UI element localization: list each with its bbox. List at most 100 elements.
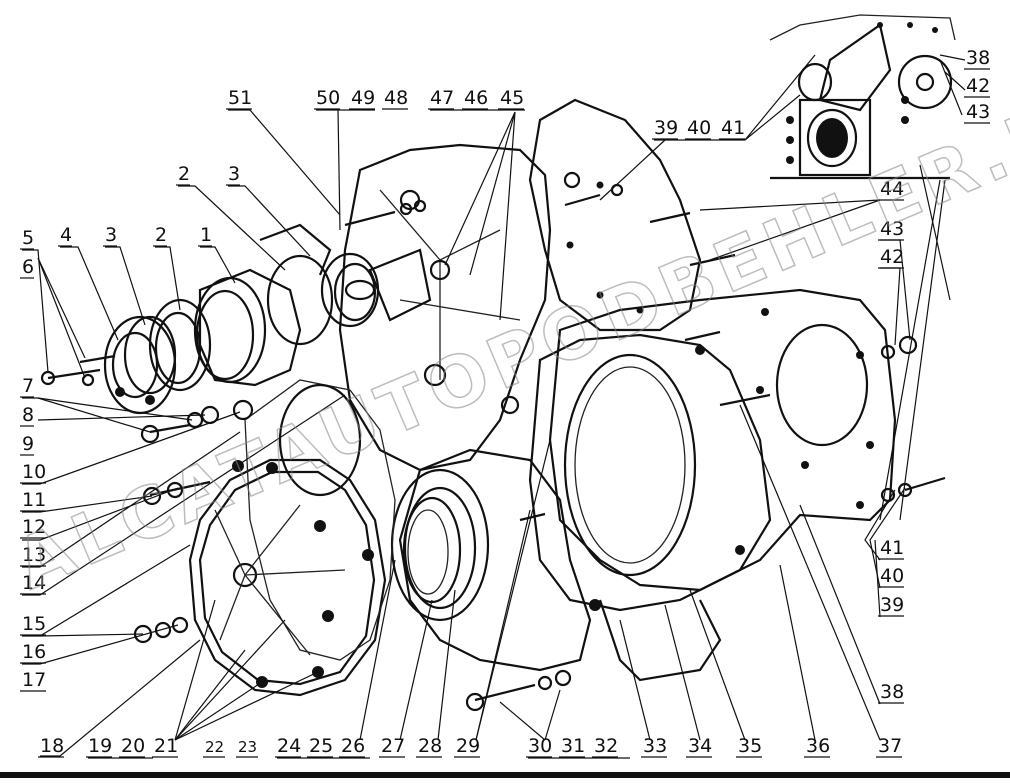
part-label-22: 22 xyxy=(203,738,225,758)
part-number: 2 xyxy=(155,224,167,246)
part-label-4: 4 xyxy=(58,224,72,247)
part-label-26: 26 xyxy=(339,735,365,758)
part-number: 47 xyxy=(430,87,454,109)
part-label-36: 36 xyxy=(804,735,830,758)
part-label-8: 8 xyxy=(20,404,34,427)
part-label-28: 28 xyxy=(416,735,442,758)
part-number: 6 xyxy=(22,256,34,278)
part-number: 37 xyxy=(878,735,902,757)
part-label-13: 13 xyxy=(20,544,46,567)
part-number: 44 xyxy=(880,178,904,200)
bell-housing xyxy=(528,333,772,682)
part-number: 30 xyxy=(528,735,552,757)
part-label-35: 35 xyxy=(736,735,762,758)
part-label-29: 29 xyxy=(454,735,480,758)
part-label-51: 51 xyxy=(226,87,252,110)
part-label-31: 31 xyxy=(559,735,585,758)
part-label-47: 47 xyxy=(428,87,454,110)
part-label-21: 21 xyxy=(152,735,178,758)
part-number: 17 xyxy=(22,669,46,691)
part-number: 24 xyxy=(277,735,301,757)
part-label-41b: 41 xyxy=(878,537,904,560)
part-number: 22 xyxy=(205,738,224,756)
part-number: 39 xyxy=(880,594,904,616)
part-number: 38 xyxy=(880,681,904,703)
part-label-42a: 42 xyxy=(964,75,990,98)
part-number: 32 xyxy=(594,735,618,757)
part-number: 36 xyxy=(806,735,830,757)
part-number: 14 xyxy=(22,572,46,594)
part-number: 40 xyxy=(880,565,904,587)
front-cover xyxy=(188,458,387,697)
part-label-49: 49 xyxy=(349,87,375,110)
part-number: 49 xyxy=(351,87,375,109)
part-number: 33 xyxy=(643,735,667,757)
part-number: 42 xyxy=(880,246,904,268)
part-label-41a: 41 xyxy=(719,117,745,140)
part-number: 43 xyxy=(880,218,904,240)
part-number: 25 xyxy=(309,735,333,757)
part-number: 26 xyxy=(341,735,365,757)
part-label-14: 14 xyxy=(20,572,46,595)
part-label-3b: 3 xyxy=(226,163,240,186)
part-number: 11 xyxy=(22,489,46,511)
part-number: 40 xyxy=(687,117,711,139)
part-number: 16 xyxy=(22,641,46,663)
part-number: 29 xyxy=(456,735,480,757)
part-label-46: 46 xyxy=(462,87,488,110)
part-number: 50 xyxy=(316,87,340,109)
part-label-48: 48 xyxy=(382,87,408,110)
part-number: 2 xyxy=(178,163,190,185)
part-label-38a: 38 xyxy=(964,47,990,70)
part-number: 46 xyxy=(464,87,488,109)
part-label-25: 25 xyxy=(307,735,333,758)
part-number: 45 xyxy=(500,87,524,109)
part-number: 41 xyxy=(721,117,745,139)
part-label-38b: 38 xyxy=(878,681,904,704)
part-label-44: 44 xyxy=(878,178,904,201)
part-number: 43 xyxy=(966,101,990,123)
part-label-10: 10 xyxy=(20,461,46,484)
rear-gear-plate xyxy=(528,98,702,332)
part-number: 10 xyxy=(22,461,46,483)
part-number: 41 xyxy=(880,537,904,559)
part-label-33: 33 xyxy=(641,735,667,758)
part-label-40b: 40 xyxy=(878,565,904,588)
part-label-39a: 39 xyxy=(652,117,678,140)
part-label-17: 17 xyxy=(20,669,46,692)
part-number: 31 xyxy=(561,735,585,757)
part-number: 28 xyxy=(418,735,442,757)
part-number: 39 xyxy=(654,117,678,139)
part-label-34: 34 xyxy=(686,735,712,758)
part-label-19: 19 xyxy=(86,735,112,758)
part-label-23: 23 xyxy=(236,738,258,758)
part-number: 38 xyxy=(966,47,990,69)
part-label-32: 32 xyxy=(592,735,618,758)
part-label-3a: 3 xyxy=(103,224,117,247)
leader-lines xyxy=(22,54,951,759)
part-number: 18 xyxy=(40,735,64,757)
part-number: 9 xyxy=(22,433,34,455)
part-label-6: 6 xyxy=(20,256,34,279)
part-number: 42 xyxy=(966,75,990,97)
part-number: 51 xyxy=(228,87,252,109)
part-label-12: 12 xyxy=(20,516,46,539)
part-label-9: 9 xyxy=(20,433,34,456)
part-number: 27 xyxy=(381,735,405,757)
part-number: 19 xyxy=(88,735,112,757)
part-number: 23 xyxy=(238,738,257,756)
pulley-hub-stack xyxy=(40,223,432,415)
part-label-16: 16 xyxy=(20,641,46,664)
part-number: 1 xyxy=(200,224,212,246)
part-label-15: 15 xyxy=(20,613,46,636)
part-label-1: 1 xyxy=(198,224,212,247)
part-number: 7 xyxy=(22,375,34,397)
part-label-43b: 43 xyxy=(878,218,904,241)
part-number: 4 xyxy=(60,224,72,246)
part-label-43a: 43 xyxy=(964,101,990,124)
part-number: 35 xyxy=(738,735,762,757)
part-number: 48 xyxy=(384,87,408,109)
